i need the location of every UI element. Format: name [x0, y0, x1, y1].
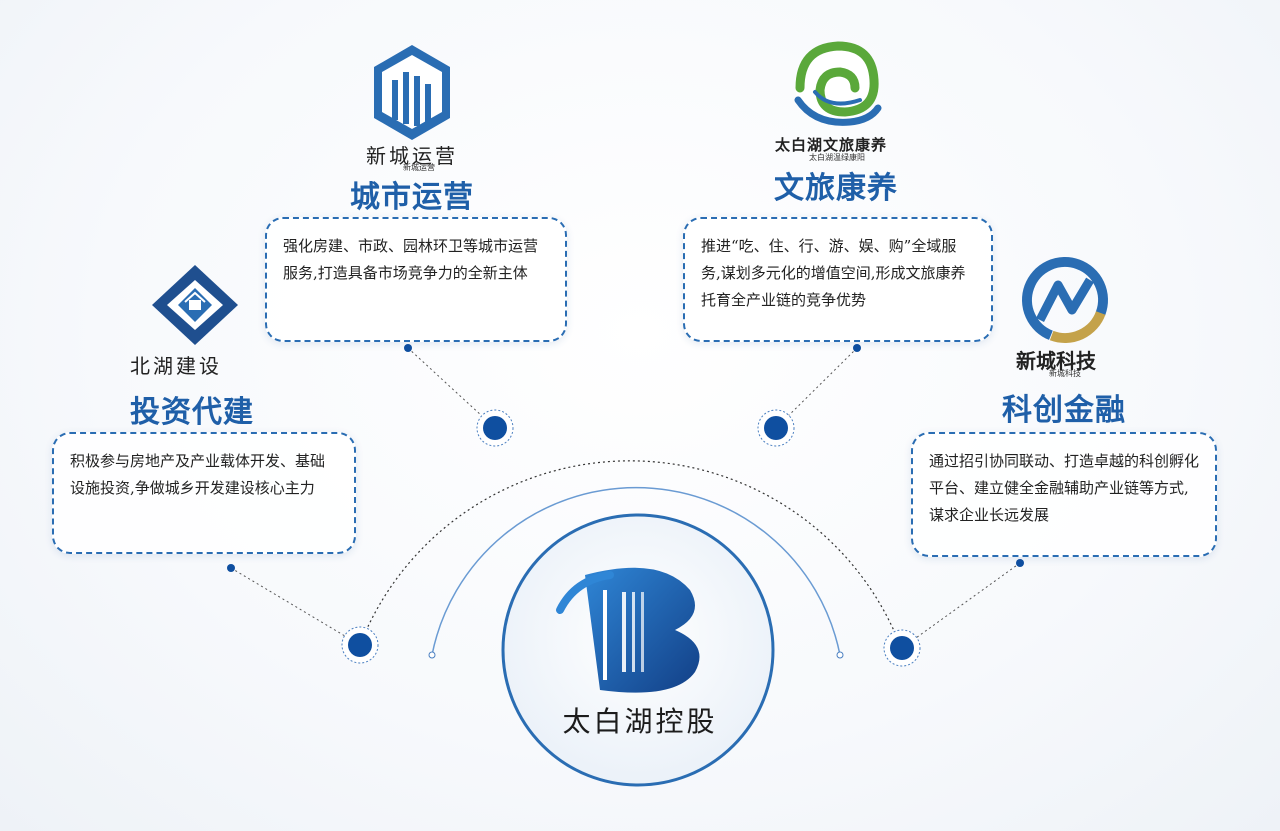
brand-sub-wenlv: 太白湖温绿康阳 — [809, 153, 865, 162]
connector-wenlv — [775, 347, 858, 429]
brand-sub-xincheng-yunying: 新城运营 — [403, 163, 435, 172]
center-hub — [501, 513, 775, 787]
brand-beihu: 北湖建设 — [130, 354, 222, 378]
node-box-wenlv: 推进“吃、住、行、游、娱、购”全域服务,谋划多元化的增值空间,形成文旅康养托育全… — [683, 217, 993, 342]
brand-xincheng-keji: 新城科技 — [1016, 349, 1096, 373]
xincheng-yunying-logo-icon — [374, 45, 450, 140]
node-title-kechuang: 科创金融 — [1002, 393, 1126, 428]
inner-arc — [431, 486, 841, 656]
xincheng-keji-logo-icon — [1022, 257, 1108, 343]
node-title-chengshi: 城市运营 — [350, 180, 474, 215]
node-box-chengshi: 强化房建、市政、园林环卫等城市运营服务,打造具备市场竞争力的全新主体 — [265, 217, 567, 342]
connector-dot — [1016, 559, 1024, 567]
node-text-wenlv: 推进“吃、住、行、游、娱、购”全域服务,谋划多元化的增值空间,形成文旅康养托育全… — [701, 237, 966, 309]
beihu-logo-icon — [152, 265, 238, 345]
brand-xincheng-yunying: 新城运营 — [366, 144, 458, 168]
outer-arc — [359, 460, 901, 646]
arc-node-wenlv — [757, 409, 795, 447]
arc-node-kechuang — [883, 629, 921, 667]
brand-sub-xincheng-keji: 新城科技 — [1049, 369, 1081, 378]
wenlv-kangyang-logo-icon — [794, 41, 882, 126]
center-company-name: 太白湖控股 — [562, 705, 718, 738]
arc-node-touzi — [341, 626, 379, 664]
connector-dot — [404, 344, 412, 352]
node-title-touzi: 投资代建 — [130, 395, 254, 430]
connector-dot — [227, 564, 235, 572]
node-box-kechuang: 通过招引协同联动、打造卓越的科创孵化平台、建立健全金融辅助产业链等方式,谋求企业… — [911, 432, 1217, 557]
node-text-kechuang: 通过招引协同联动、打造卓越的科创孵化平台、建立健全金融辅助产业链等方式,谋求企业… — [929, 452, 1200, 524]
inner-arc-end-left — [428, 651, 436, 659]
node-text-chengshi: 强化房建、市政、园林环卫等城市运营服务,打造具备市场竞争力的全新主体 — [283, 237, 539, 282]
node-text-touzi: 积极参与房地产及产业载体开发、基础设施投资,争做城乡开发建设核心主力 — [70, 452, 326, 497]
inner-arc-end-right — [836, 651, 844, 659]
connector-touzi — [230, 567, 361, 646]
node-title-wenlv: 文旅康养 — [774, 171, 898, 206]
node-box-touzi: 积极参与房地产及产业载体开发、基础设施投资,争做城乡开发建设核心主力 — [52, 432, 356, 554]
arc-node-chengshi — [476, 409, 514, 447]
connector-kechuang — [901, 562, 1021, 649]
taibaihu-logo-icon — [556, 567, 700, 693]
connector-dot — [853, 344, 861, 352]
brand-wenlv: 太白湖文旅康养 — [775, 136, 888, 154]
